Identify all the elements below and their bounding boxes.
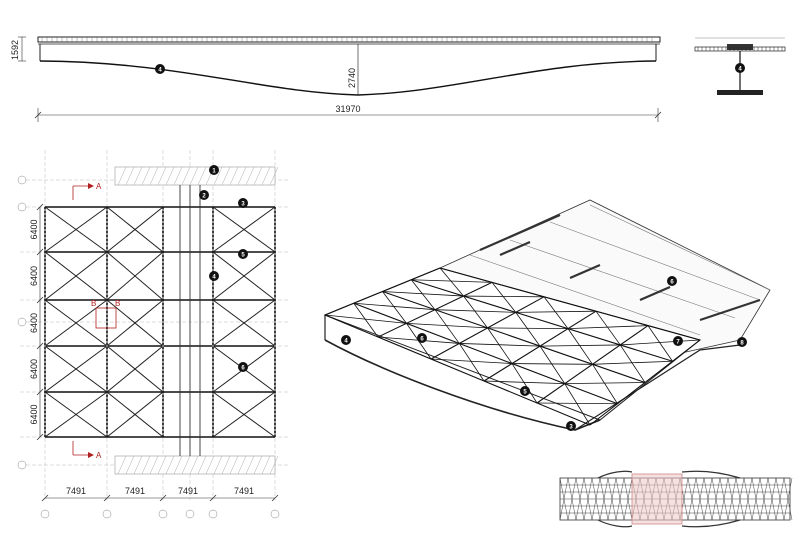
svg-text:A: A bbox=[96, 182, 102, 191]
svg-text:B: B bbox=[115, 299, 120, 308]
column-spacing-label: 7491 bbox=[66, 486, 86, 496]
svg-text:4: 4 bbox=[738, 66, 742, 72]
row-spacing-label: 6400 bbox=[29, 219, 39, 239]
iso-callout-6: 6 bbox=[667, 276, 677, 286]
section-mark-A-top: A bbox=[72, 182, 102, 200]
span-dimension: 31970 bbox=[335, 104, 360, 114]
row-spacing-label: 6400 bbox=[29, 404, 39, 424]
column-spacing-label: 7491 bbox=[125, 486, 145, 496]
plan-callout-5: 5 bbox=[238, 249, 248, 259]
svg-text:8: 8 bbox=[740, 340, 744, 346]
svg-text:4: 4 bbox=[158, 67, 162, 73]
row-spacing-label: 6400 bbox=[29, 266, 39, 286]
iso-callout-5: 5 bbox=[520, 386, 530, 396]
elevation-callout-4: 4 bbox=[155, 64, 165, 74]
elevation-view: 2740 1592 4 31970 bbox=[10, 36, 662, 122]
row-spacing-label: 6400 bbox=[29, 359, 39, 379]
row-spacing-label: 6400 bbox=[29, 313, 39, 333]
iso-callout-8: 8 bbox=[737, 337, 747, 347]
svg-text:4: 4 bbox=[212, 274, 216, 280]
mesh-strip-detail bbox=[559, 470, 793, 528]
svg-text:6: 6 bbox=[241, 365, 245, 371]
section-mark-B: B B bbox=[91, 299, 120, 329]
svg-text:A: A bbox=[96, 451, 102, 460]
svg-text:6: 6 bbox=[670, 279, 674, 285]
iso-callout-4: 4 bbox=[341, 335, 351, 345]
plan-callout-4: 4 bbox=[209, 271, 219, 281]
svg-text:5: 5 bbox=[241, 252, 245, 258]
sag-dimension: 2740 bbox=[347, 68, 357, 88]
plan-callout-3: 3 bbox=[238, 198, 248, 208]
plan-view: A A B B 1 2 3 5 4 6 7491 7491 7491 7491 6400 6400… bbox=[17, 150, 290, 519]
iso-callout-6: 6 bbox=[417, 333, 427, 343]
svg-text:7: 7 bbox=[676, 339, 680, 345]
svg-text:5: 5 bbox=[523, 389, 527, 395]
svg-text:3: 3 bbox=[241, 201, 245, 207]
isometric-view: 4 6 5 3 6 7 8 bbox=[323, 199, 771, 431]
plan-callout-2: 2 bbox=[199, 190, 209, 200]
column-spacing-label: 7491 bbox=[234, 486, 254, 496]
detail-callout-4: 4 bbox=[735, 63, 745, 73]
svg-text:2: 2 bbox=[202, 193, 206, 199]
iso-callout-3: 3 bbox=[566, 421, 576, 431]
section-mark-A-bottom: A bbox=[72, 441, 102, 460]
svg-text:3: 3 bbox=[569, 424, 573, 430]
plan-callout-1: 1 bbox=[209, 165, 219, 175]
svg-text:1: 1 bbox=[212, 168, 216, 174]
svg-text:6: 6 bbox=[420, 336, 424, 342]
plan-callout-6: 6 bbox=[238, 362, 248, 372]
iso-callout-7: 7 bbox=[673, 336, 683, 346]
svg-text:4: 4 bbox=[344, 338, 348, 344]
column-spacing-label: 7491 bbox=[178, 486, 198, 496]
svg-text:B: B bbox=[91, 299, 96, 308]
section-detail: 4 bbox=[694, 37, 786, 95]
height-dimension: 1592 bbox=[10, 40, 20, 60]
